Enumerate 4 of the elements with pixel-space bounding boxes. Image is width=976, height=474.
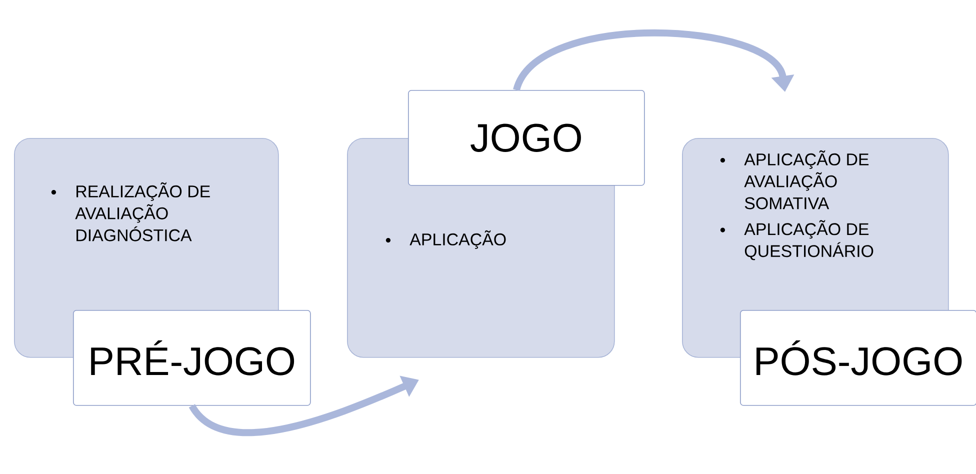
title-box: PÓS-JOGO	[740, 310, 976, 406]
title-box: JOGO	[408, 90, 645, 186]
curved-arrow	[513, 29, 794, 92]
title-box: PRÉ-JOGO	[73, 310, 311, 406]
